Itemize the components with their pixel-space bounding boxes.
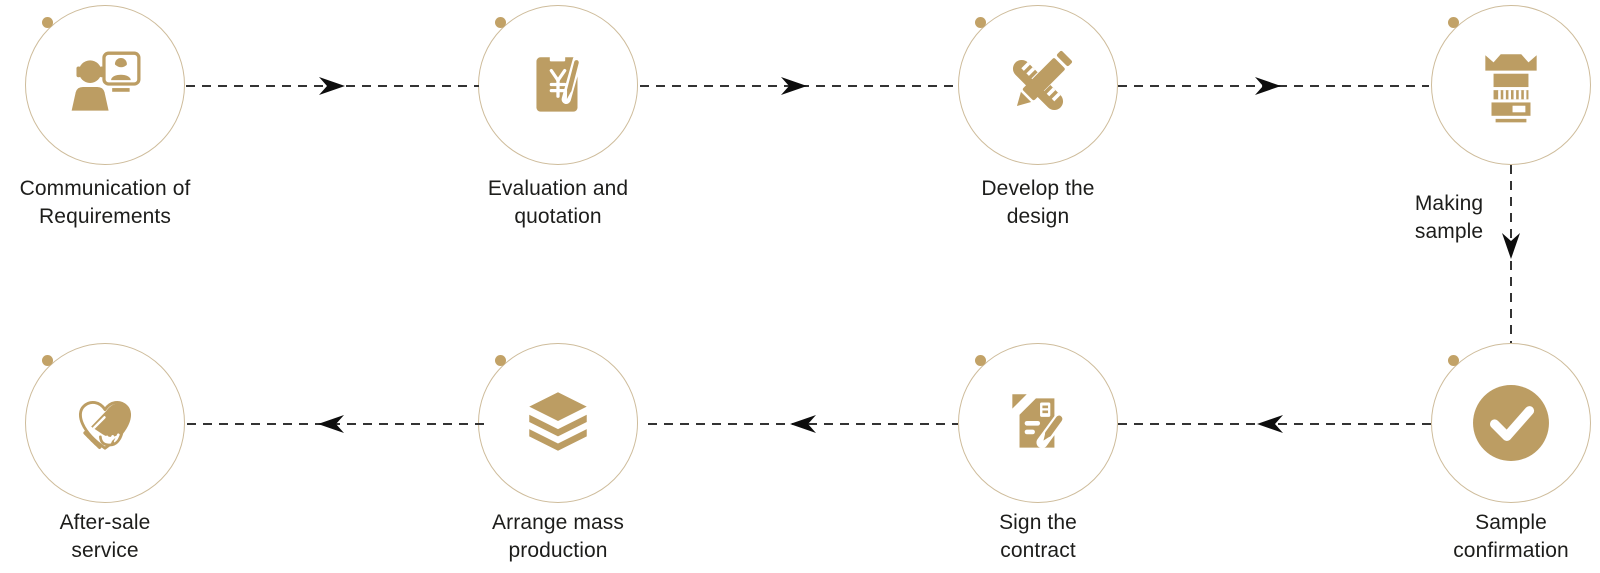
step-label-aftersale: After-sale service (59, 511, 151, 562)
orbit-dot (975, 17, 986, 28)
orbit-dot (42, 17, 53, 28)
step-circle-production (478, 343, 638, 503)
orbit-dot (1448, 355, 1459, 366)
step-label-design: Develop the design (981, 177, 1095, 228)
video-call-icon (71, 51, 141, 111)
step-circle-aftersale (25, 343, 185, 503)
orbit-dot (1448, 17, 1459, 28)
arrow-quotation-to-design (640, 77, 957, 95)
step-label-sample: Making sample (1414, 192, 1484, 243)
orbit-dot (42, 355, 53, 366)
check-icon (1473, 385, 1549, 461)
step-circle-contract (958, 343, 1118, 503)
step-label-confirmation: Sample confirmation (1453, 511, 1569, 562)
arrow-confirmation-to-contract (1118, 415, 1431, 433)
step-circle-sample (1431, 5, 1591, 165)
arrow-sample-to-confirmation (1502, 165, 1520, 343)
step-circle-confirmation (1431, 343, 1591, 503)
quotation-clipboard-icon (536, 54, 583, 112)
arrow-contract-to-production (648, 415, 958, 433)
step-label-communication: Communication of Requirements (19, 177, 191, 228)
orbit-dot (495, 355, 506, 366)
orbit-dot (975, 355, 986, 366)
step-label-contract: Sign the contract (999, 511, 1077, 562)
layers-icon (529, 392, 587, 451)
step-circle-quotation (478, 5, 638, 165)
contract-pencil-icon (1012, 394, 1068, 449)
arrow-design-to-sample (1118, 77, 1429, 95)
camera-lens-icon (1485, 54, 1537, 123)
design-tools-icon (1012, 51, 1072, 111)
arrow-production-to-aftersale (187, 415, 489, 433)
step-circle-design (958, 5, 1118, 165)
step-label-quotation: Evaluation and quotation (487, 177, 629, 228)
handshake-heart-icon (79, 401, 131, 450)
step-circle-communication (25, 5, 185, 165)
arrow-communication-to-quotation (186, 77, 479, 95)
orbit-dot (495, 17, 506, 28)
step-label-production: Arrange mass production (492, 511, 624, 562)
